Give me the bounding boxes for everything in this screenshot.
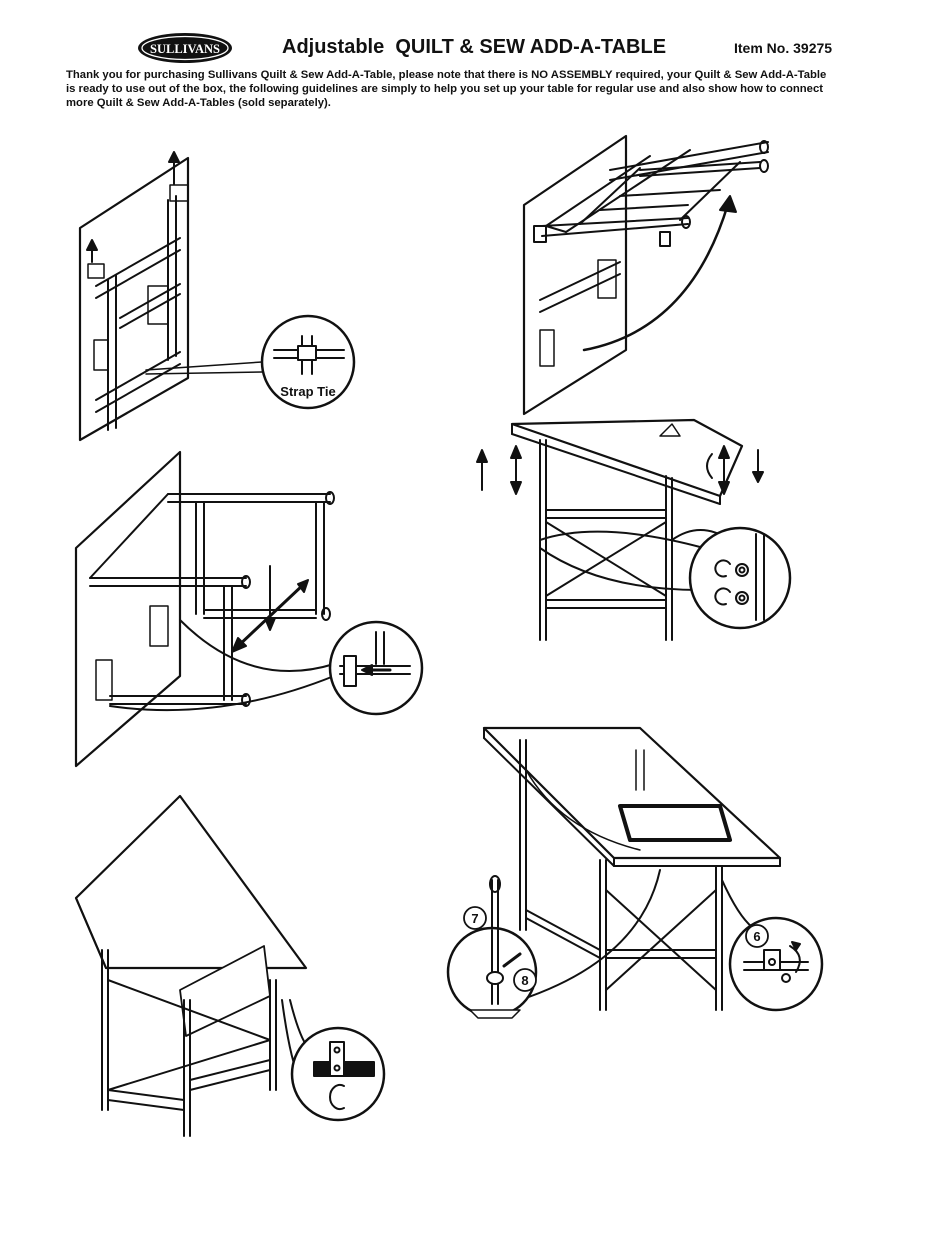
figure-tilt-top — [74, 794, 386, 1137]
figure-extend-frame — [74, 450, 424, 768]
page-title: Adjustable QUILT & SEW ADD-A-TABLE — [282, 36, 667, 58]
step-seven-label: 7 — [471, 911, 478, 926]
figure-unfold-frame — [522, 134, 769, 416]
intro-paragraph: Thank you for purchasing Sullivans Quilt… — [66, 69, 827, 109]
step-six-label: 6 — [753, 929, 760, 944]
sullivans-logo: SULLIVANS — [138, 33, 232, 63]
figure-adjust-height — [476, 418, 792, 641]
strap-tie-label: Strap Tie — [280, 384, 335, 399]
figure-connect-tables: 6 7 8 — [446, 726, 824, 1019]
logo-text: SULLIVANS — [150, 42, 220, 56]
item-number: Item No. 39275 — [734, 40, 833, 56]
step-eight-label: 8 — [521, 973, 528, 988]
figure-folded-strap-tie: Strap Tie — [78, 151, 356, 442]
